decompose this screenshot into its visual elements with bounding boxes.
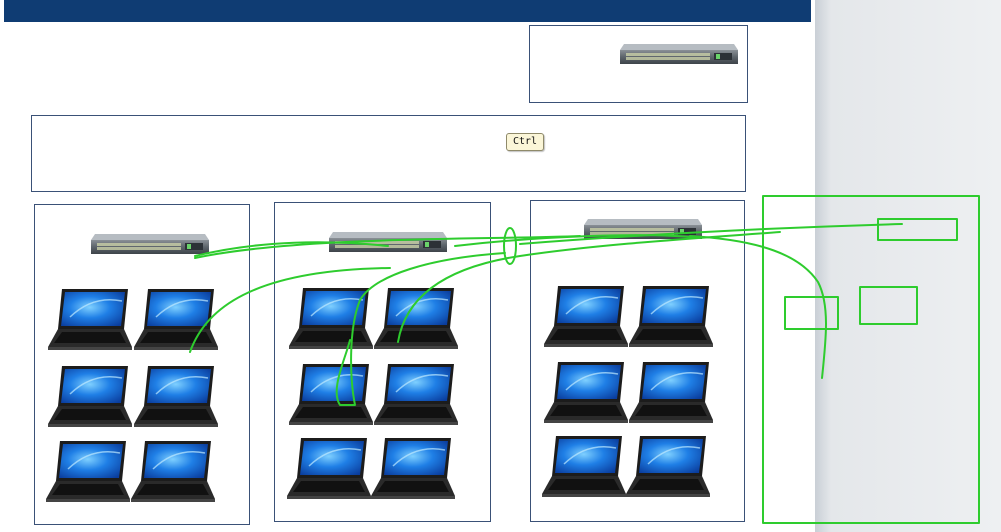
laptop-icon[interactable] (134, 287, 218, 353)
laptop-icon[interactable] (544, 284, 628, 350)
laptop-icon[interactable] (626, 434, 710, 500)
laptop-icon[interactable] (371, 436, 455, 502)
slide-header-bar (4, 0, 811, 22)
laptop-icon[interactable] (629, 360, 713, 426)
laptop-icon[interactable] (289, 362, 373, 428)
laptop-icon[interactable] (48, 364, 132, 430)
laptop-icon[interactable] (544, 360, 628, 426)
core-switch-icon[interactable] (620, 42, 738, 66)
access-block-1-box (34, 204, 250, 525)
laptop-icon[interactable] (48, 287, 132, 353)
slide-canvas: Ctrl (4, 0, 811, 525)
laptop-icon[interactable] (374, 286, 458, 352)
distribution-layer-box (31, 115, 746, 192)
laptop-icon[interactable] (46, 439, 130, 505)
access-switch-3-icon[interactable] (584, 217, 702, 241)
laptop-icon[interactable] (289, 286, 373, 352)
ctrl-key-tooltip: Ctrl (506, 133, 544, 151)
side-panel (815, 0, 1001, 532)
core-layer-box (529, 25, 748, 103)
laptop-icon[interactable] (629, 284, 713, 350)
access-switch-1-icon[interactable] (91, 232, 209, 256)
laptop-icon[interactable] (542, 434, 626, 500)
laptop-icon[interactable] (134, 364, 218, 430)
laptop-icon[interactable] (131, 439, 215, 505)
access-switch-2-icon[interactable] (329, 230, 447, 254)
laptop-icon[interactable] (374, 362, 458, 428)
laptop-icon[interactable] (287, 436, 371, 502)
